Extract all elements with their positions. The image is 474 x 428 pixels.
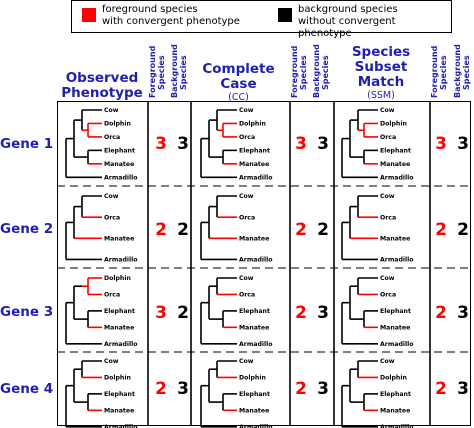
tree-2-3-label-orca: Orca	[380, 214, 396, 221]
tree-4-2-label-dolphin: Dolphin	[239, 375, 266, 382]
gene-3-cc-bg-count: 2	[177, 303, 189, 323]
tree-1-3-label-orca: Orca	[380, 134, 396, 141]
tree-2-2-label-orca: Orca	[239, 214, 255, 221]
gene-3-ssm-fg-count: 2	[295, 303, 307, 323]
gene-4-cc-bg-count: 3	[177, 379, 189, 399]
gene-3-3-bg-count: 3	[457, 303, 469, 323]
tree-4-1-label-dolphin: Dolphin	[104, 375, 131, 382]
tree-1-3-label-cow: Cow	[380, 107, 395, 114]
tree-4-2-label-cow: Cow	[239, 358, 254, 365]
tree-2-1-label-armadillo: Armadillo	[104, 257, 138, 264]
tree-1-1-label-orca: Orca	[104, 134, 120, 141]
gene-1-3-fg-count: 3	[435, 134, 447, 154]
tree-3-1-label-dolphin: Dolphin	[104, 275, 131, 282]
tree-3-2-label-manatee: Manatee	[239, 325, 269, 332]
tree-1-2-label-dolphin: Dolphin	[239, 121, 266, 128]
species-subset-match-header: Species Subset Match (SSM)	[351, 44, 411, 102]
tree-4-3-label-dolphin: Dolphin	[380, 375, 407, 382]
gene-3-label: Gene 3	[0, 304, 54, 320]
tree-1-2-label-manatee: Manatee	[239, 161, 269, 168]
tree-1-3-label-armadillo: Armadillo	[380, 174, 414, 181]
tree-3-2-label-orca: Orca	[239, 292, 255, 299]
gene-2-ssm-bg-count: 2	[317, 220, 329, 240]
observed-phenotype-header: Observed Phenotype	[61, 70, 143, 101]
tree-4-3-label-elephant: Elephant	[380, 391, 411, 398]
tree-4-1-label-cow: Cow	[104, 358, 119, 365]
legend: foreground species with convergent pheno…	[71, 0, 452, 39]
tree-3-2-label-armadillo: Armadillo	[239, 341, 273, 348]
gene-2-label: Gene 2	[0, 221, 54, 237]
tree-4-1-label-elephant: Elephant	[104, 391, 135, 398]
gene-3-cc-fg-count: 3	[155, 303, 167, 323]
tree-2-2-label-armadillo: Armadillo	[239, 257, 273, 264]
tree-4-1-label-manatee: Manatee	[104, 408, 134, 415]
gene-1-ssm-bg-count: 3	[317, 134, 329, 154]
tree-4-2-label-manatee: Manatee	[239, 408, 269, 415]
foreground-swatch	[82, 8, 96, 22]
tree-3-1-label-elephant: Elephant	[104, 308, 135, 315]
tree-3-3-label-elephant: Elephant	[380, 308, 411, 315]
tree-1-1-label-dolphin: Dolphin	[104, 121, 131, 128]
tree-4-3-label-armadillo: Armadillo	[380, 424, 414, 428]
gene-1-label: Gene 1	[0, 136, 54, 152]
gene-2-3-bg-count: 2	[457, 220, 469, 240]
tree-1-2-label-elephant: Elephant	[239, 148, 270, 155]
gene-1-ssm-fg-count: 3	[295, 134, 307, 154]
tree-1-3-label-elephant: Elephant	[380, 148, 411, 155]
tree-3-3-label-armadillo: Armadillo	[380, 341, 414, 348]
gene-4-ssm-fg-count: 2	[295, 379, 307, 399]
gene-2-cc-bg-count: 2	[177, 220, 189, 240]
tree-4-2-label-elephant: Elephant	[239, 391, 270, 398]
tree-3-3-label-cow: Cow	[380, 275, 395, 282]
tree-1-2-label-armadillo: Armadillo	[239, 174, 273, 181]
gene-1-cc-fg-count: 3	[155, 134, 167, 154]
gene-4-3-fg-count: 2	[435, 379, 447, 399]
tree-1-3-label-manatee: Manatee	[380, 161, 410, 168]
tree-2-3-label-manatee: Manatee	[380, 235, 410, 242]
tree-1-3-label-dolphin: Dolphin	[380, 121, 407, 128]
tree-1-1-label-elephant: Elephant	[104, 148, 135, 155]
gene-1-3-bg-count: 3	[457, 134, 469, 154]
tree-2-1-label-manatee: Manatee	[104, 235, 134, 242]
tree-3-2-label-cow: Cow	[239, 275, 254, 282]
tree-1-2-label-orca: Orca	[239, 134, 255, 141]
gene-2-3-fg-count: 2	[435, 220, 447, 240]
gene-4-cc-fg-count: 2	[155, 379, 167, 399]
gene-4-ssm-bg-count: 3	[317, 379, 329, 399]
tree-2-1-label-cow: Cow	[104, 193, 119, 200]
complete-case-header: Complete Case (CC)	[202, 61, 275, 104]
tree-2-2-label-cow: Cow	[239, 193, 254, 200]
tree-4-1-label-armadillo: Armadillo	[104, 424, 138, 428]
legend-background-label: background species without convergent ph…	[298, 4, 398, 39]
tree-4-2-label-armadillo: Armadillo	[239, 424, 273, 428]
tree-1-1-label-cow: Cow	[104, 107, 119, 114]
tree-2-1-label-orca: Orca	[104, 214, 120, 221]
gene-1-cc-bg-count: 3	[177, 134, 189, 154]
tree-2-2-label-manatee: Manatee	[239, 235, 269, 242]
tree-1-1-label-armadillo: Armadillo	[104, 174, 138, 181]
tree-2-3-label-cow: Cow	[380, 193, 395, 200]
tree-3-1-label-manatee: Manatee	[104, 325, 134, 332]
tree-3-1-label-armadillo: Armadillo	[104, 341, 138, 348]
gene-2-ssm-fg-count: 2	[295, 220, 307, 240]
tree-3-1-label-orca: Orca	[104, 292, 120, 299]
tree-1-1-label-manatee: Manatee	[104, 161, 134, 168]
tree-4-3-label-manatee: Manatee	[380, 408, 410, 415]
legend-foreground-label: foreground species with convergent pheno…	[102, 4, 240, 27]
gene-4-3-bg-count: 3	[457, 379, 469, 399]
comparison-table-frame	[57, 101, 471, 426]
gene-3-3-fg-count: 2	[435, 303, 447, 323]
gene-2-cc-fg-count: 2	[155, 220, 167, 240]
tree-3-2-label-elephant: Elephant	[239, 308, 270, 315]
tree-3-3-label-orca: Orca	[380, 292, 396, 299]
tree-1-2-label-cow: Cow	[239, 107, 254, 114]
tree-4-3-label-cow: Cow	[380, 358, 395, 365]
tree-3-3-label-manatee: Manatee	[380, 325, 410, 332]
gene-4-label: Gene 4	[0, 381, 54, 397]
tree-2-3-label-armadillo: Armadillo	[380, 257, 414, 264]
background-swatch	[278, 8, 292, 22]
gene-3-ssm-bg-count: 3	[317, 303, 329, 323]
